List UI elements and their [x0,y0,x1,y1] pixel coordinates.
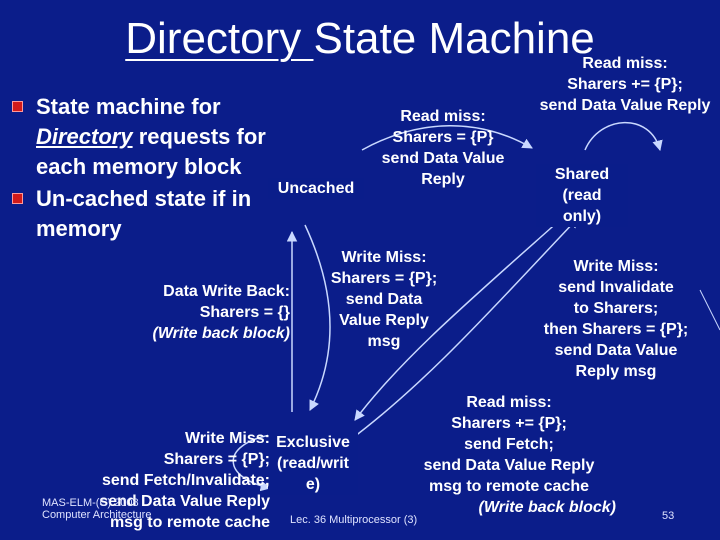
footer-left: MAS-ELM-(C) 2008 Computer Architecture [42,497,152,521]
arrow-exclusive-to-shared [349,217,579,441]
label-read-miss-uncached-to-shared: Read miss: Sharers = {P} send Data Value… [381,108,505,188]
arrow-uncached-to-shared [361,125,533,151]
label-write-miss-uncached-to-exclusive: Write Miss: Sharers = {P}; send Data Val… [330,249,438,350]
label-write-miss-exclusive-self: Write Miss: Sharers = {P}; send Fetch/In… [99,430,270,531]
decorative-line [699,289,720,331]
state-exclusive: Exclusive (read/writ e) [268,432,358,495]
slide-title: Directory State Machine [125,14,595,63]
arrow-exclusive-self-loop [232,434,272,492]
arrow-shared-to-exclusive [354,219,561,421]
state-uncached: Uncached [268,178,364,199]
bullet-item: State machine for Directory requests for… [10,92,270,182]
footer-center: Lec. 36 Multiprocessor (3) [290,514,418,526]
arrow-shared-self-loop [584,121,663,152]
label-read-miss-exclusive-to-shared: Read miss: Sharers += {P}; send Fetch; s… [423,394,616,516]
arrow-uncached-to-exclusive [304,224,331,411]
bullet-item: Un-cached state if in memory [10,184,270,244]
bullet-list: State machine for Directory requests for… [10,92,270,246]
bullet-square-icon [12,101,23,112]
bullet-square-icon [12,193,23,204]
state-shared: Shared (read only) [536,164,628,227]
label-read-miss-shared-self: Read miss: Sharers += {P}; send Data Val… [539,55,711,114]
label-data-write-back: Data Write Back: Sharers = {} (Write bac… [152,283,290,342]
page-number: 53 [662,510,675,522]
label-write-miss-shared-to-exclusive: Write Miss: send Invalidate to Sharers; … [543,258,689,380]
